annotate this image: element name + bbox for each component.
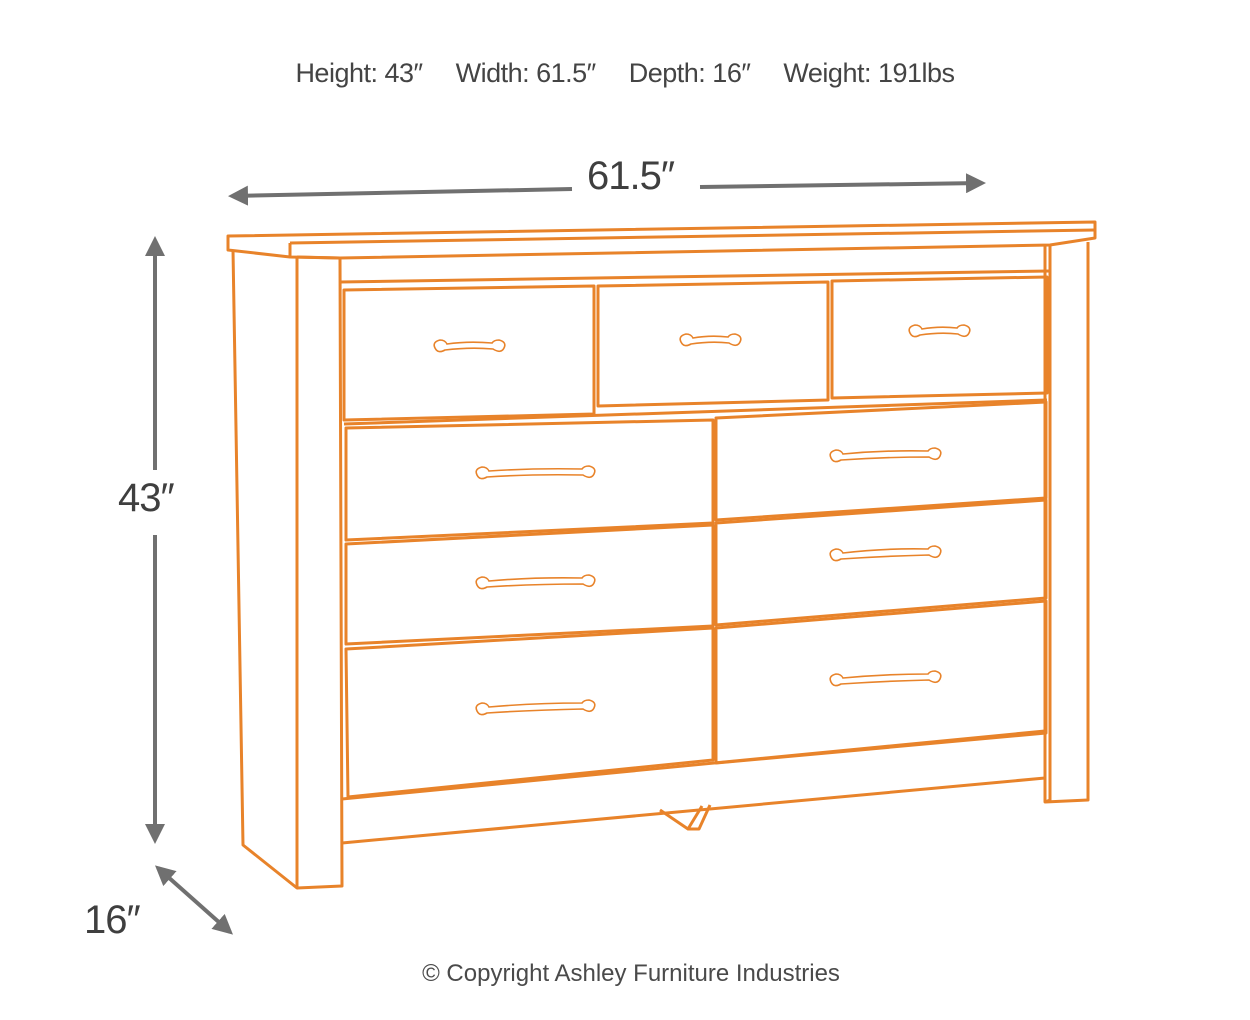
handle-icon — [475, 699, 596, 716]
handle-icon — [475, 574, 596, 590]
handle-icon — [433, 339, 506, 353]
handle-icon — [475, 465, 596, 480]
handle-icon — [829, 545, 942, 562]
handle-icon — [908, 324, 971, 338]
depth-arrow-icon — [155, 865, 233, 935]
handle-icon — [679, 333, 742, 347]
spec-weight: Weight: 191lbs — [783, 58, 955, 88]
width-label: 61.5″ — [587, 154, 675, 198]
spec-height: Height: 43″ — [295, 58, 423, 88]
spec-line: Height: 43″ Width: 61.5″ Depth: 16″ Weig… — [0, 58, 1250, 89]
handle-icon — [829, 447, 942, 463]
height-label: 43″ — [118, 476, 175, 520]
depth-label: 16″ — [84, 898, 141, 942]
spec-width: Width: 61.5″ — [455, 58, 597, 88]
spec-depth: Depth: 16″ — [628, 58, 751, 88]
width-arrow-icon — [228, 173, 986, 206]
dresser-outline — [226, 220, 1097, 890]
handle-icon — [829, 670, 942, 687]
copyright-notice: © Copyright Ashley Furniture Industries — [422, 960, 840, 987]
drawer-handles — [433, 324, 971, 716]
